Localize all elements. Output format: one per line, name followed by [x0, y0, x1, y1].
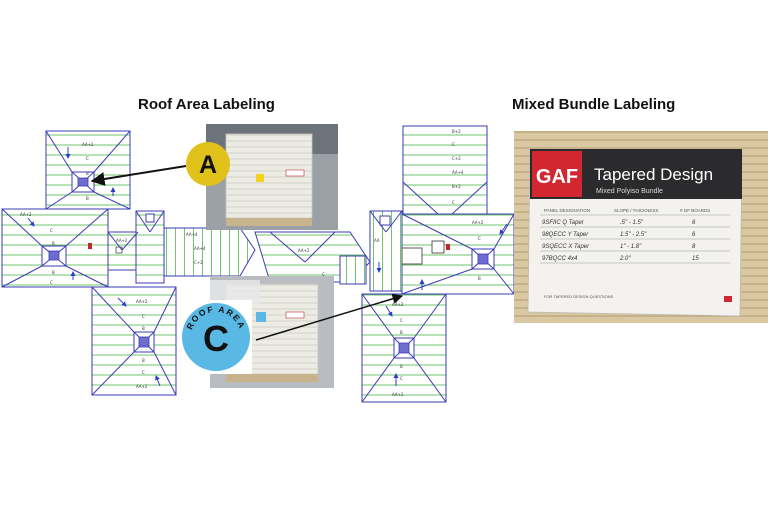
region-label: B	[142, 326, 145, 331]
region-label: C	[50, 280, 53, 285]
region-label: C	[452, 200, 455, 205]
slope-arrows-left	[27, 147, 161, 387]
table-cell: 8	[692, 244, 696, 250]
region-label: C	[86, 156, 89, 161]
table-cell: 97BQCC 4x4	[542, 256, 578, 262]
region-label: C	[400, 318, 403, 323]
bundle-photo-a	[206, 124, 338, 230]
region-label: C+2	[452, 156, 461, 161]
region-label: C+2	[194, 260, 203, 265]
table-cell: 6	[692, 232, 696, 238]
label-subtitle: Mixed Polyiso Bundle	[596, 188, 663, 195]
roof-drains-left	[48, 177, 150, 348]
region-label: B	[400, 364, 403, 369]
roof-region-labels-left: AA+2 C B B AA+2 C B B C AA+4 AA+4 C+2 AA…	[20, 142, 206, 389]
region-label: B	[400, 330, 403, 335]
table-cell: 1.5" - 2.5"	[620, 232, 647, 238]
region-label: B	[52, 241, 55, 246]
table-header: PANEL DESIGNATION	[544, 208, 590, 213]
table-cell: 2.0"	[619, 256, 631, 262]
callout-c: ROOF AREA C	[180, 293, 404, 374]
callout-a: A	[90, 142, 230, 186]
region-label: C	[478, 236, 481, 241]
region-label: AA+2	[136, 299, 148, 304]
bundle-tag-a-icon	[256, 174, 264, 182]
region-label: AA+2	[20, 212, 32, 217]
table-cell: 98QECC Y Taper	[542, 232, 589, 238]
callout-a-badge	[186, 142, 230, 186]
region-label: C	[400, 376, 403, 381]
region-label: B	[478, 276, 481, 281]
label-table: PANEL DESIGNATION SLOPE / THICKNESS # OF…	[540, 208, 730, 264]
roof-section-right-top	[402, 125, 488, 215]
gaf-logo-text: GAF	[536, 166, 578, 188]
gaf-logo-icon	[532, 151, 582, 197]
roof-section-small-tower	[135, 210, 165, 284]
bundle-label-photo: GAF Tapered Design Mixed Polyiso Bundle …	[514, 131, 768, 323]
bundle-tag-c-icon	[256, 312, 266, 322]
table-header: SLOPE / THICKNESS	[614, 208, 658, 213]
region-label: AA	[374, 238, 380, 243]
region-label: B	[52, 270, 55, 275]
region-label: AA+2	[472, 220, 484, 225]
table-cell: 9SFIIC Q Taper	[542, 220, 585, 226]
roof-area-labeling-title: Roof Area Labeling	[138, 96, 275, 113]
callout-c-arrow	[255, 293, 404, 341]
region-label: B	[86, 171, 89, 176]
region-label: C	[50, 228, 53, 233]
table-cell: 15	[692, 256, 699, 262]
region-label: C	[452, 142, 455, 147]
label-title: Tapered Design	[594, 165, 713, 184]
roof-drains-right	[398, 240, 489, 354]
callout-c-letter: C	[203, 318, 229, 359]
label-footer: FOR TAPERED DESIGN QUESTIONS	[544, 294, 614, 299]
slope-arrows-right	[376, 223, 508, 386]
region-label: C	[142, 314, 145, 319]
region-label: AA+2	[136, 384, 148, 389]
table-cell: 6	[692, 220, 696, 226]
callout-c-badge	[182, 303, 250, 371]
callout-a-arrow	[90, 165, 187, 186]
region-label: B	[86, 196, 89, 201]
mixed-bundle-labeling-title: Mixed Bundle Labeling	[512, 96, 676, 113]
roof-region-labels-right: B+2 C C+2 AA+4 B+2 C AA+2 C B AA+2 C B B…	[374, 129, 484, 397]
region-label: AA+2	[392, 392, 404, 397]
roof-section-right-stub	[339, 255, 367, 285]
region-label: AA+4	[452, 170, 464, 175]
region-label: C	[142, 370, 145, 375]
region-label: AA+2	[116, 238, 128, 243]
region-label: AA+2	[298, 248, 310, 253]
callout-a-letter: A	[199, 151, 217, 179]
region-label: B	[142, 358, 145, 363]
table-cell: .5" - 1.5"	[620, 220, 644, 226]
region-label: AA+2	[82, 142, 94, 147]
roof-section-top	[45, 130, 131, 210]
table-header: # OF BOARDS	[680, 208, 710, 213]
table-cell: 1" - 1.8"	[620, 244, 642, 250]
table-cell: 9SQECC X Taper	[542, 244, 590, 250]
region-label: AA+4	[186, 232, 198, 237]
gaf-small-logo-icon	[724, 296, 732, 302]
region-label: B+2	[452, 184, 461, 189]
region-label: AA+4	[194, 246, 206, 251]
roof-section-band	[163, 227, 256, 277]
roof-plan-right	[339, 125, 515, 403]
region-label: C	[322, 272, 325, 277]
region-label: B+2	[452, 129, 461, 134]
region-label: AA+2	[392, 302, 404, 307]
